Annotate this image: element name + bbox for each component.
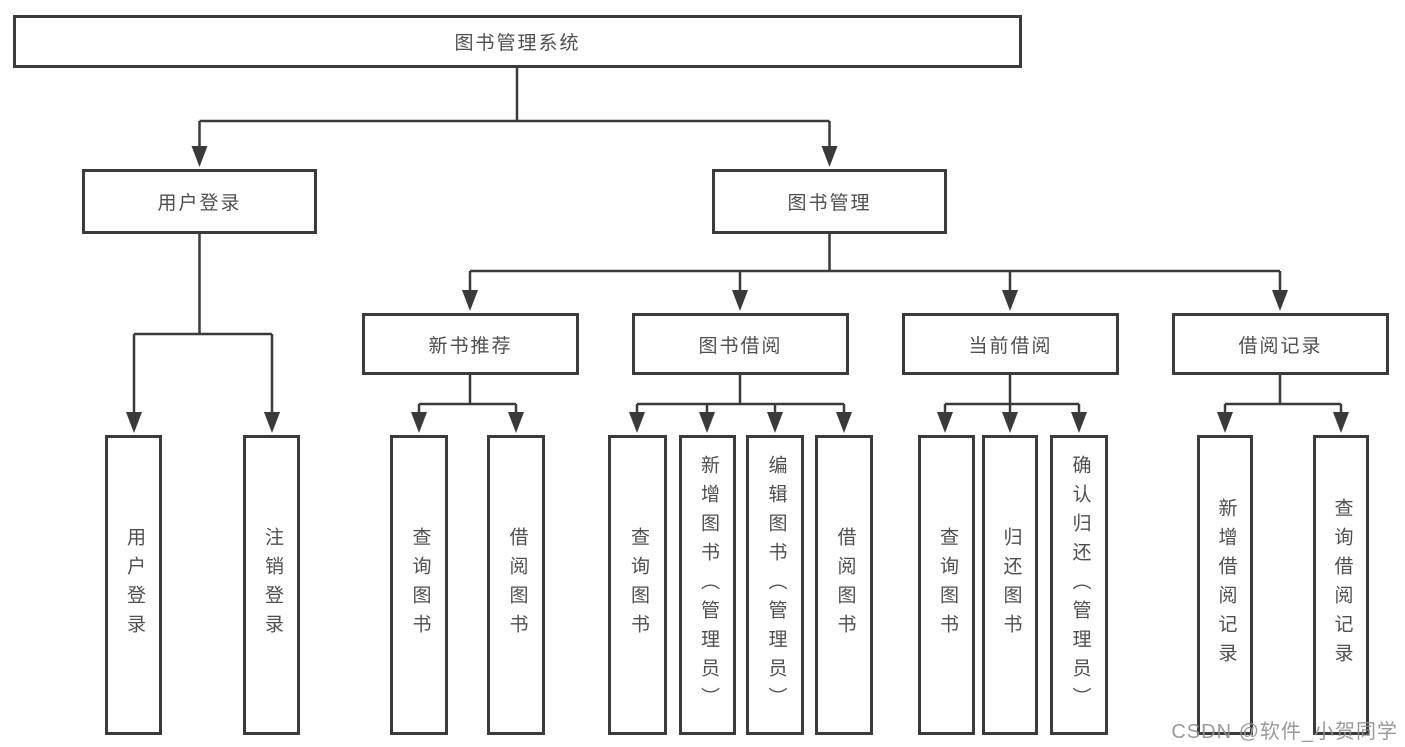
leaf-query-books-current-label: 查询图书 xyxy=(936,527,958,643)
leaf-borrow-books-recommendation: 借阅图书 xyxy=(487,435,545,735)
leaf-query-books-borrowing: 查询图书 xyxy=(608,435,667,735)
node-borrowing-record-label: 借阅记录 xyxy=(1238,335,1323,357)
leaf-confirm-return-admin: 确认归还（管理员） xyxy=(1050,435,1108,735)
leaf-add-borrow-record: 新增借阅记录 xyxy=(1197,435,1253,735)
node-borrowing-record: 借阅记录 xyxy=(1172,313,1389,375)
node-book-borrowing: 图书借阅 xyxy=(632,313,849,375)
leaf-query-books-borrowing-label: 查询图书 xyxy=(627,527,649,643)
node-root-label: 图书管理系统 xyxy=(454,33,581,54)
leaf-borrow-books-recommendation-label: 借阅图书 xyxy=(506,527,528,643)
node-user-login-label: 用户登录 xyxy=(157,193,242,214)
leaf-query-books-current: 查询图书 xyxy=(918,435,975,735)
node-book-borrowing-label: 图书借阅 xyxy=(698,335,783,357)
leaf-query-borrow-record-label: 查询借阅记录 xyxy=(1331,498,1353,672)
leaf-borrow-books: 借阅图书 xyxy=(815,435,873,735)
node-current-borrowing: 当前借阅 xyxy=(902,313,1119,375)
leaf-add-books-admin-label: 新增图书（管理员） xyxy=(697,454,719,716)
leaf-logout-label: 注销登录 xyxy=(261,527,283,643)
node-book-management-label: 图书管理 xyxy=(787,193,872,214)
leaf-add-books-admin: 新增图书（管理员） xyxy=(679,435,736,735)
leaf-query-books-recommendation-label: 查询图书 xyxy=(409,527,431,643)
leaf-user-login: 用户登录 xyxy=(105,435,162,735)
leaf-return-books-label: 归还图书 xyxy=(1000,527,1022,643)
leaf-edit-books-admin-label: 编辑图书（管理员） xyxy=(765,454,787,716)
node-new-book-recommendation: 新书推荐 xyxy=(362,313,579,375)
leaf-query-books-recommendation: 查询图书 xyxy=(390,435,448,735)
csdn-watermark: CSDN @软件_小贺同学 xyxy=(1171,721,1398,743)
node-new-book-recommendation-label: 新书推荐 xyxy=(428,335,513,357)
leaf-confirm-return-admin-label: 确认归还（管理员） xyxy=(1069,454,1091,716)
node-root: 图书管理系统 xyxy=(13,15,1022,68)
leaf-query-borrow-record: 查询借阅记录 xyxy=(1313,435,1369,735)
node-current-borrowing-label: 当前借阅 xyxy=(968,335,1053,357)
leaf-add-borrow-record-label: 新增借阅记录 xyxy=(1215,498,1237,672)
node-book-management: 图书管理 xyxy=(712,169,947,234)
leaf-return-books: 归还图书 xyxy=(982,435,1038,735)
leaf-logout: 注销登录 xyxy=(243,435,300,735)
leaf-user-login-label: 用户登录 xyxy=(123,527,145,643)
leaf-edit-books-admin: 编辑图书（管理员） xyxy=(746,435,804,735)
node-user-login: 用户登录 xyxy=(82,169,317,234)
leaf-borrow-books-label: 借阅图书 xyxy=(834,527,856,643)
